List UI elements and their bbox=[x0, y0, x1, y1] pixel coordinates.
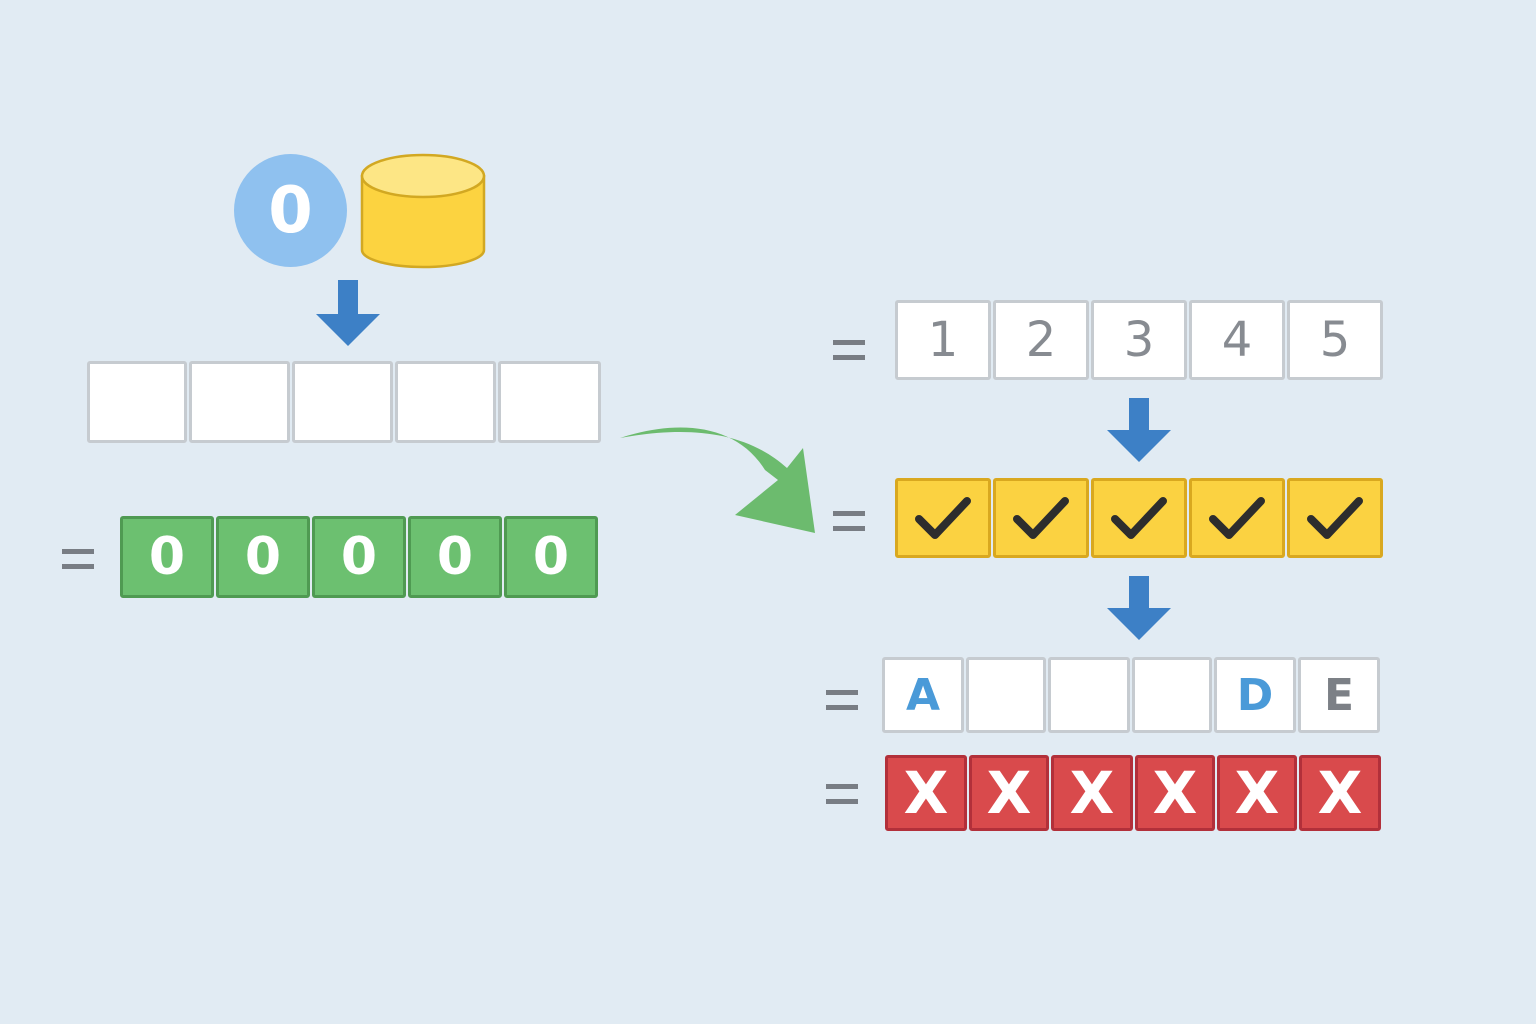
number-cell: 3 bbox=[1091, 300, 1187, 380]
empty-array-row bbox=[87, 361, 601, 443]
checkmark-icon bbox=[1111, 497, 1167, 539]
letter-cell bbox=[1048, 657, 1130, 733]
zero-cell: 0 bbox=[216, 516, 310, 598]
down-arrow-icon bbox=[316, 280, 380, 346]
x-cell: X bbox=[1217, 755, 1297, 831]
empty-cell bbox=[292, 361, 393, 443]
database-cylinder-icon bbox=[360, 153, 486, 269]
down-arrow-icon bbox=[1107, 576, 1171, 640]
curved-arrow-icon bbox=[620, 427, 815, 533]
check-cell bbox=[993, 478, 1089, 558]
empty-cell bbox=[395, 361, 496, 443]
number-cell: 2 bbox=[993, 300, 1089, 380]
number-cell: 4 bbox=[1189, 300, 1285, 380]
check-cell bbox=[895, 478, 991, 558]
checkmark-icon bbox=[915, 497, 971, 539]
empty-cell bbox=[189, 361, 290, 443]
equals-sign bbox=[62, 549, 94, 569]
letter-array-row: A D E bbox=[882, 657, 1380, 733]
letter-cell bbox=[1132, 657, 1212, 733]
check-array-row bbox=[895, 478, 1383, 558]
letter-cell: A bbox=[882, 657, 964, 733]
number-cell: 5 bbox=[1287, 300, 1383, 380]
x-cell: X bbox=[1299, 755, 1381, 831]
zero-circle-label: 0 bbox=[268, 173, 313, 248]
down-arrow-icon bbox=[1107, 398, 1171, 462]
check-cell bbox=[1091, 478, 1187, 558]
number-array-row: 1 2 3 4 5 bbox=[895, 300, 1383, 380]
x-cell: X bbox=[969, 755, 1049, 831]
zero-cell: 0 bbox=[504, 516, 598, 598]
x-cell: X bbox=[885, 755, 967, 831]
x-array-row: X X X X X X bbox=[885, 755, 1381, 831]
zero-cell: 0 bbox=[312, 516, 406, 598]
equals-sign bbox=[826, 690, 858, 710]
zero-array-row: 0 0 0 0 0 bbox=[120, 516, 598, 598]
number-cell: 1 bbox=[895, 300, 991, 380]
checkmark-icon bbox=[1209, 497, 1265, 539]
equals-sign bbox=[833, 340, 865, 360]
checkmark-icon bbox=[1013, 497, 1069, 539]
zero-cell: 0 bbox=[408, 516, 502, 598]
x-cell: X bbox=[1051, 755, 1133, 831]
letter-cell: E bbox=[1298, 657, 1380, 733]
checkmark-icon bbox=[1307, 497, 1363, 539]
letter-cell bbox=[966, 657, 1046, 733]
equals-sign bbox=[833, 511, 865, 531]
check-cell bbox=[1189, 478, 1285, 558]
zero-cell: 0 bbox=[120, 516, 214, 598]
empty-cell bbox=[498, 361, 601, 443]
empty-cell bbox=[87, 361, 187, 443]
letter-cell: D bbox=[1214, 657, 1296, 733]
x-cell: X bbox=[1135, 755, 1215, 831]
equals-sign bbox=[826, 784, 858, 804]
check-cell bbox=[1287, 478, 1383, 558]
zero-circle-icon: 0 bbox=[234, 154, 347, 267]
